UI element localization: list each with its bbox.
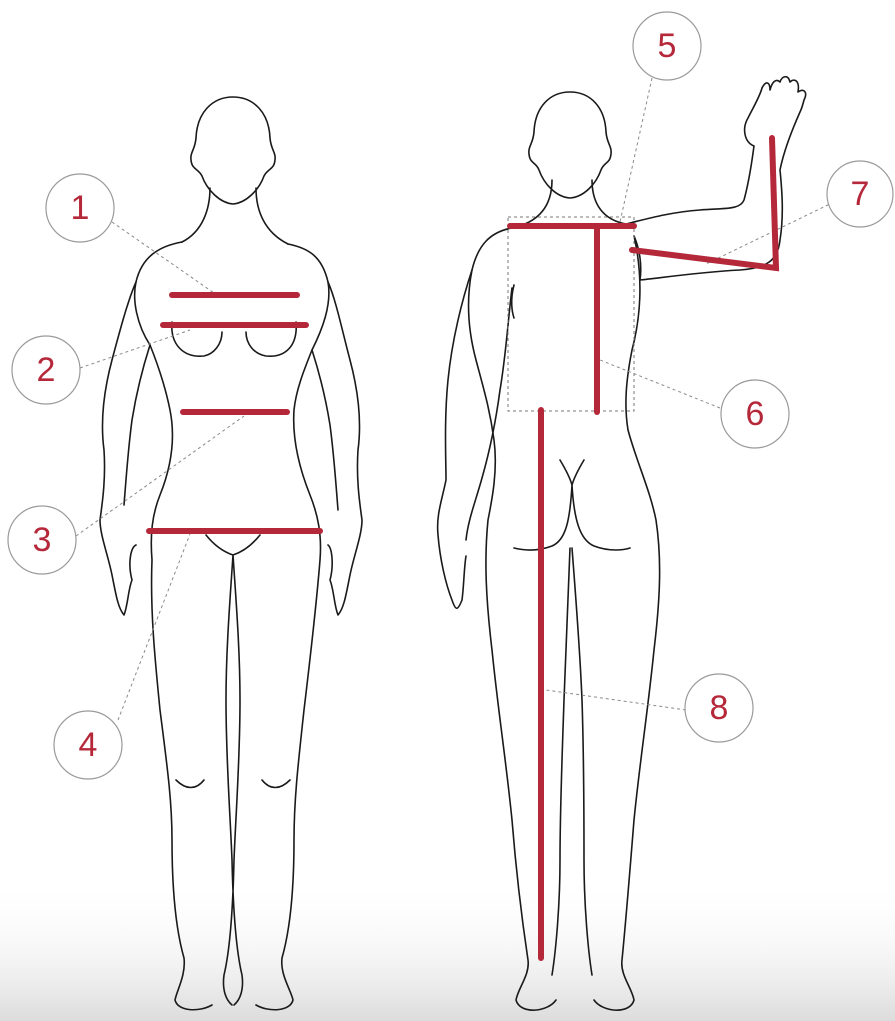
badge-1: 1 [46, 174, 114, 242]
back-scapula [512, 285, 514, 318]
front-head [191, 97, 275, 204]
leader-7 [706, 202, 834, 264]
back-neck-right [592, 180, 626, 224]
back-figure [438, 77, 806, 1010]
number-badges: 1 2 3 4 5 6 7 8 [8, 12, 893, 779]
leader-6 [600, 360, 720, 408]
floor-shadow [0, 880, 895, 1021]
measure-line-7 [632, 138, 776, 268]
front-knees [176, 780, 290, 788]
badge-label-4: 4 [79, 726, 98, 764]
badge-label-8: 8 [710, 689, 729, 727]
badge-label-5: 5 [658, 27, 677, 65]
front-arm-left [100, 282, 136, 615]
badge-label-2: 2 [37, 351, 56, 389]
front-arm-left-inner [124, 345, 150, 505]
front-figure [100, 97, 362, 1010]
back-torso-guide [508, 217, 634, 411]
leader-5 [620, 78, 652, 222]
badge-4: 4 [54, 711, 122, 779]
badge-label-6: 6 [746, 395, 765, 433]
front-arm-right-inner [312, 350, 338, 510]
badge-5: 5 [633, 12, 701, 80]
back-neck-left [512, 180, 552, 228]
badge-2: 2 [12, 336, 80, 404]
measurement-lines [149, 138, 776, 958]
badge-7: 7 [827, 161, 893, 227]
leader-8 [546, 690, 686, 710]
leader-4 [118, 534, 190, 720]
badge-label-7: 7 [851, 175, 870, 213]
badge-3: 3 [8, 506, 76, 574]
back-glutes [514, 460, 630, 550]
badge-label-3: 3 [33, 521, 52, 559]
front-neck-right [256, 188, 288, 244]
back-raised-arm [626, 77, 806, 280]
back-head [529, 92, 611, 198]
leader-3 [76, 416, 244, 536]
leader-1 [112, 222, 214, 293]
leader-lines [76, 78, 834, 720]
badge-label-1: 1 [71, 189, 90, 227]
leader-2 [80, 330, 190, 368]
badge-8: 8 [685, 674, 753, 742]
front-neck-left [182, 188, 210, 242]
back-arm-left [438, 270, 472, 608]
badge-6: 6 [721, 380, 789, 448]
